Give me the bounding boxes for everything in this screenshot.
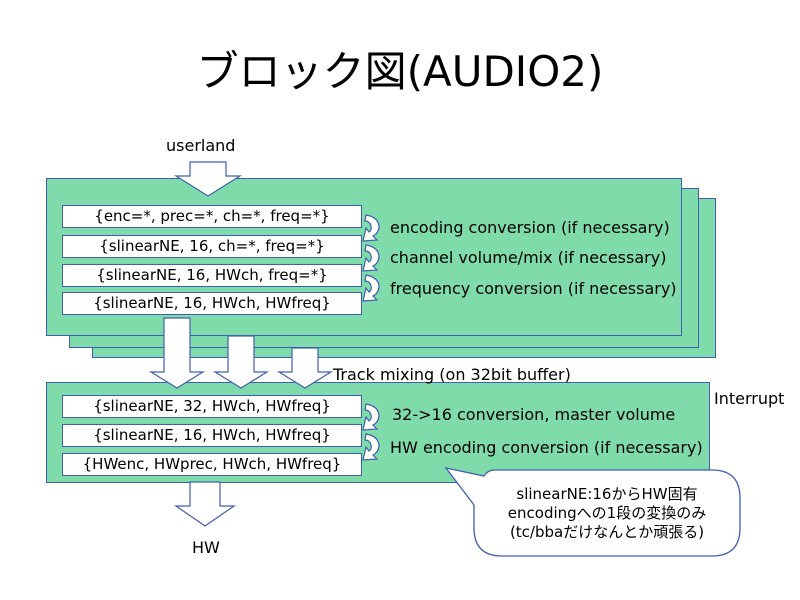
page-title: ブロック図(AUDIO2) [196,47,604,96]
track-mixing-label: Track mixing (on 32bit buffer) [333,365,571,384]
hw-down-arrow [174,481,236,527]
userland-label: userland [166,136,236,155]
hw-label: HW [192,538,220,557]
callout-line-2: (tc/bbaだけなんとか頑張る) [509,523,705,541]
track-format-3: {slinearNE, 16, HWch, HWfreq} [62,292,362,315]
track-format-2: {slinearNE, 16, HWch, freq=*} [62,264,362,287]
track-format-0: {enc=*, prec=*, ch=*, freq=*} [62,205,362,228]
mixer-format-2: {HWenc, HWprec, HWch, HWfreq} [62,453,362,476]
callout-line-0: slinearNE:16からHW固有 [516,485,698,503]
interrupt-label: Interrupt [714,389,785,408]
mixer-conversion-1: HW encoding conversion (if necessary) [390,438,703,457]
mixer-format-0: {slinearNE, 32, HWch, HWfreq} [62,395,362,418]
mixer-conversion-0: 32->16 conversion, master volume [392,405,676,424]
callout-line-1: encodingへの1段の変換のみ [507,504,707,522]
track-format-1: {slinearNE, 16, ch=*, freq=*} [62,235,362,258]
mixer-format-1: {slinearNE, 16, HWch, HWfreq} [62,424,362,447]
track-conversion-0: encoding conversion (if necessary) [390,218,670,237]
track-conversion-1: channel volume/mix (if necessary) [390,248,667,267]
track-conversion-2: frequency conversion (if necessary) [390,279,677,298]
